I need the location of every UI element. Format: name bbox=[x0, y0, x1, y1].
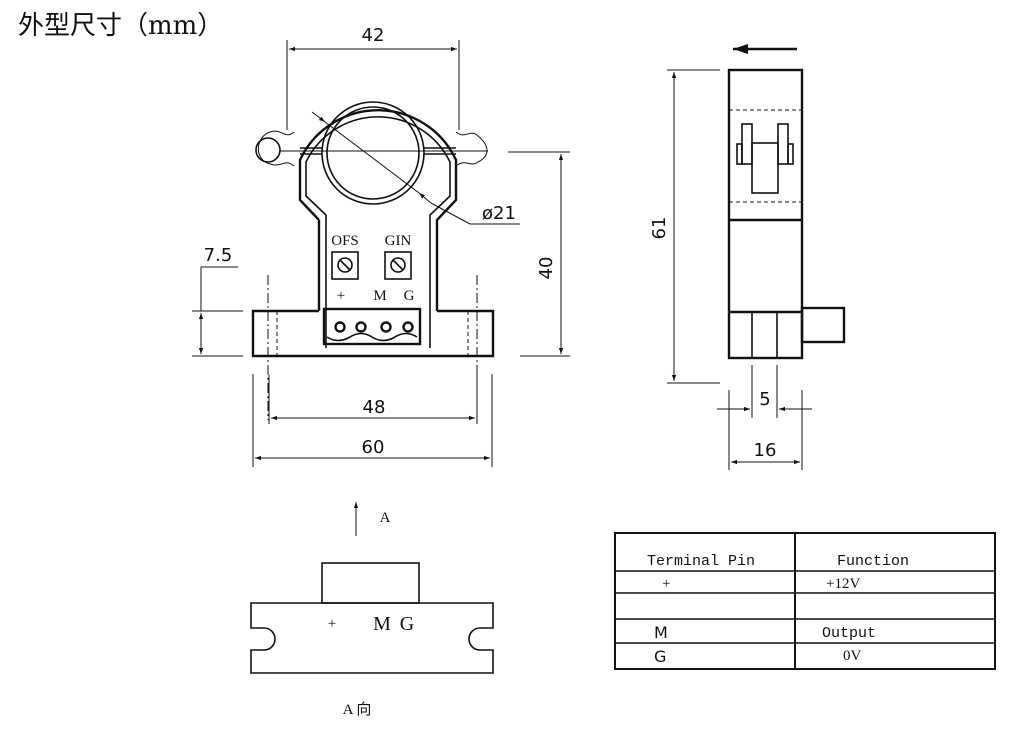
aperture-outer bbox=[321, 101, 425, 205]
trimpot-slot bbox=[339, 259, 351, 271]
side-view: 61 5 16 bbox=[649, 44, 846, 470]
view-a-connector bbox=[321, 562, 420, 604]
ofs-potentiometer bbox=[331, 251, 359, 280]
dimension-60-label: 60 bbox=[362, 437, 385, 458]
dimension-48-label: 48 bbox=[363, 397, 386, 418]
view-a-caption: A 向 bbox=[343, 701, 372, 718]
table-cell-function: Output bbox=[822, 625, 876, 642]
dimension-40-label: 40 bbox=[536, 257, 557, 280]
terminal-pin bbox=[402, 321, 414, 333]
dimension-61-label: 61 bbox=[649, 217, 670, 240]
pin-label-g: G bbox=[404, 288, 415, 304]
terminal-pin bbox=[334, 321, 346, 333]
pin-label-plus: + bbox=[337, 288, 345, 304]
table-cell-pin: M bbox=[654, 623, 668, 642]
dimension-42-label: 42 bbox=[362, 25, 385, 46]
latch-part bbox=[736, 143, 743, 165]
ofs-label: OFS bbox=[331, 233, 359, 249]
view-a-pin-m: M bbox=[373, 613, 391, 635]
diameter-line bbox=[324, 121, 420, 194]
table-cell-pin: + bbox=[662, 576, 670, 592]
table-header-terminal-pin: Terminal Pin bbox=[647, 553, 755, 570]
connector-wave bbox=[326, 332, 418, 342]
side-connector bbox=[800, 306, 846, 344]
view-a-base-plate bbox=[250, 602, 494, 674]
terminal-connector bbox=[322, 307, 422, 346]
latch-part bbox=[741, 123, 753, 165]
gin-potentiometer bbox=[384, 251, 412, 280]
diameter-label: ø21 bbox=[482, 203, 516, 224]
terminal-pin bbox=[380, 321, 392, 333]
trimpot-slot bbox=[392, 259, 404, 271]
latch-part bbox=[787, 143, 794, 165]
arrow-head bbox=[733, 44, 748, 54]
dimension-16-label: 16 bbox=[754, 440, 777, 461]
housing-outline bbox=[298, 109, 458, 305]
table-border bbox=[614, 532, 996, 670]
trimpot-screw-icon bbox=[337, 257, 353, 273]
table-header-function: Function bbox=[837, 553, 909, 570]
view-a-pin-g: G bbox=[400, 613, 414, 635]
dimension-7-5-label: 7.5 bbox=[204, 245, 233, 266]
drawing-title: 外型尺寸（mm） bbox=[18, 11, 223, 41]
front-view: 42 ø21 OFS GIN bbox=[192, 25, 570, 467]
table-cell-function: 0V bbox=[843, 648, 862, 664]
left-mounting-ear bbox=[257, 130, 295, 167]
latch-body bbox=[751, 142, 779, 194]
gin-label: GIN bbox=[385, 233, 412, 249]
pin-label-m: M bbox=[373, 288, 386, 304]
diameter-arrow bbox=[311, 111, 326, 123]
side-body bbox=[727, 68, 804, 360]
base-plate bbox=[251, 309, 495, 358]
view-a-arrow-label: A bbox=[380, 510, 391, 526]
right-mounting-ear bbox=[455, 131, 488, 167]
ear-hole bbox=[255, 137, 281, 163]
dimension-5-label: 5 bbox=[759, 389, 770, 410]
view-a-pin-plus: + bbox=[328, 616, 336, 632]
latch-part bbox=[777, 123, 789, 165]
table-cell-function: +12V bbox=[826, 576, 860, 592]
aperture-inner bbox=[326, 106, 420, 200]
trimpot-screw-icon bbox=[390, 257, 406, 273]
table-cell-pin: G bbox=[654, 647, 666, 666]
leader-line bbox=[430, 202, 471, 225]
pin-table: Terminal Pin Function + +12V M Output G … bbox=[614, 532, 996, 670]
view-a: A + M G A 向 bbox=[250, 502, 494, 718]
diameter-arrow bbox=[418, 192, 432, 204]
terminal-pin bbox=[355, 321, 367, 333]
